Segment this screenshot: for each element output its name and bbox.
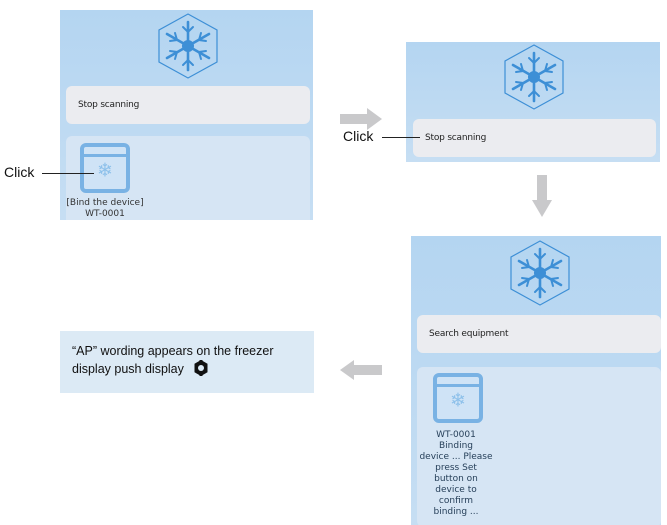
bind-device-item[interactable]: ❄ [Bind the device] WT-0001	[66, 136, 146, 220]
snowflake-icon: ❄	[97, 160, 113, 182]
binding-device-item[interactable]: ❄ WT-0001 Binding device ... Please pres…	[417, 367, 497, 525]
caption-line: confirm	[438, 496, 474, 506]
freezer-device-icon[interactable]: ❄	[80, 143, 130, 193]
snowflake-hexagon-icon	[509, 240, 571, 306]
stop-scanning-button[interactable]: Stop scanning	[413, 119, 656, 157]
device-list: ❄ WT-0001 Binding device ... Please pres…	[417, 367, 661, 525]
caption-line: Binding	[438, 441, 473, 451]
stop-scanning-button[interactable]: Stop scanning	[66, 86, 310, 124]
ap-display-note: “AP” wording appears on the freezer disp…	[60, 331, 314, 393]
step1-app-screen: Stop scanning ❄ [Bind the device] WT-000…	[60, 10, 313, 220]
stop-scanning-label: Stop scanning	[425, 133, 487, 143]
gear-icon	[194, 360, 208, 376]
caption-line: press Set	[435, 463, 477, 473]
snowflake-hexagon-icon	[503, 44, 565, 110]
arrow-down-icon	[532, 175, 552, 217]
note-text: “AP” wording appears on the freezer disp…	[72, 344, 274, 376]
device-icon-strip	[437, 384, 479, 387]
stop-scanning-label: Stop scanning	[78, 100, 140, 110]
snowflake-hexagon-icon	[157, 13, 219, 79]
callout-line-step1	[42, 173, 94, 174]
caption-line: button on	[434, 474, 478, 484]
callout-line-step2	[382, 137, 420, 138]
device-caption: WT-0001 Binding device ... Please press …	[411, 430, 501, 518]
arrow-right-icon	[340, 108, 382, 130]
caption-line: WT-0001	[436, 430, 476, 440]
search-equipment-label: Search equipment	[429, 329, 509, 339]
caption-line: device ... Please	[419, 452, 493, 462]
callout-label-step2: Click	[343, 128, 374, 144]
device-caption: [Bind the device] WT-0001	[60, 198, 150, 220]
search-equipment-button[interactable]: Search equipment	[417, 315, 661, 353]
freezer-device-icon[interactable]: ❄	[433, 373, 483, 423]
step3-app-screen: Search equipment ❄ WT-0001 Binding devic…	[411, 236, 661, 525]
device-list: ❄ [Bind the device] WT-0001	[66, 136, 310, 220]
device-id: WT-0001	[85, 209, 125, 219]
callout-label-step1: Click	[4, 164, 35, 180]
device-bind-label: [Bind the device]	[66, 198, 144, 208]
caption-line: device to	[435, 485, 477, 495]
caption-line: binding ...	[433, 507, 479, 517]
arrow-left-icon	[340, 360, 382, 380]
device-icon-strip	[84, 154, 126, 157]
snowflake-icon: ❄	[450, 390, 466, 412]
step2-app-screen: Stop scanning	[406, 42, 660, 162]
